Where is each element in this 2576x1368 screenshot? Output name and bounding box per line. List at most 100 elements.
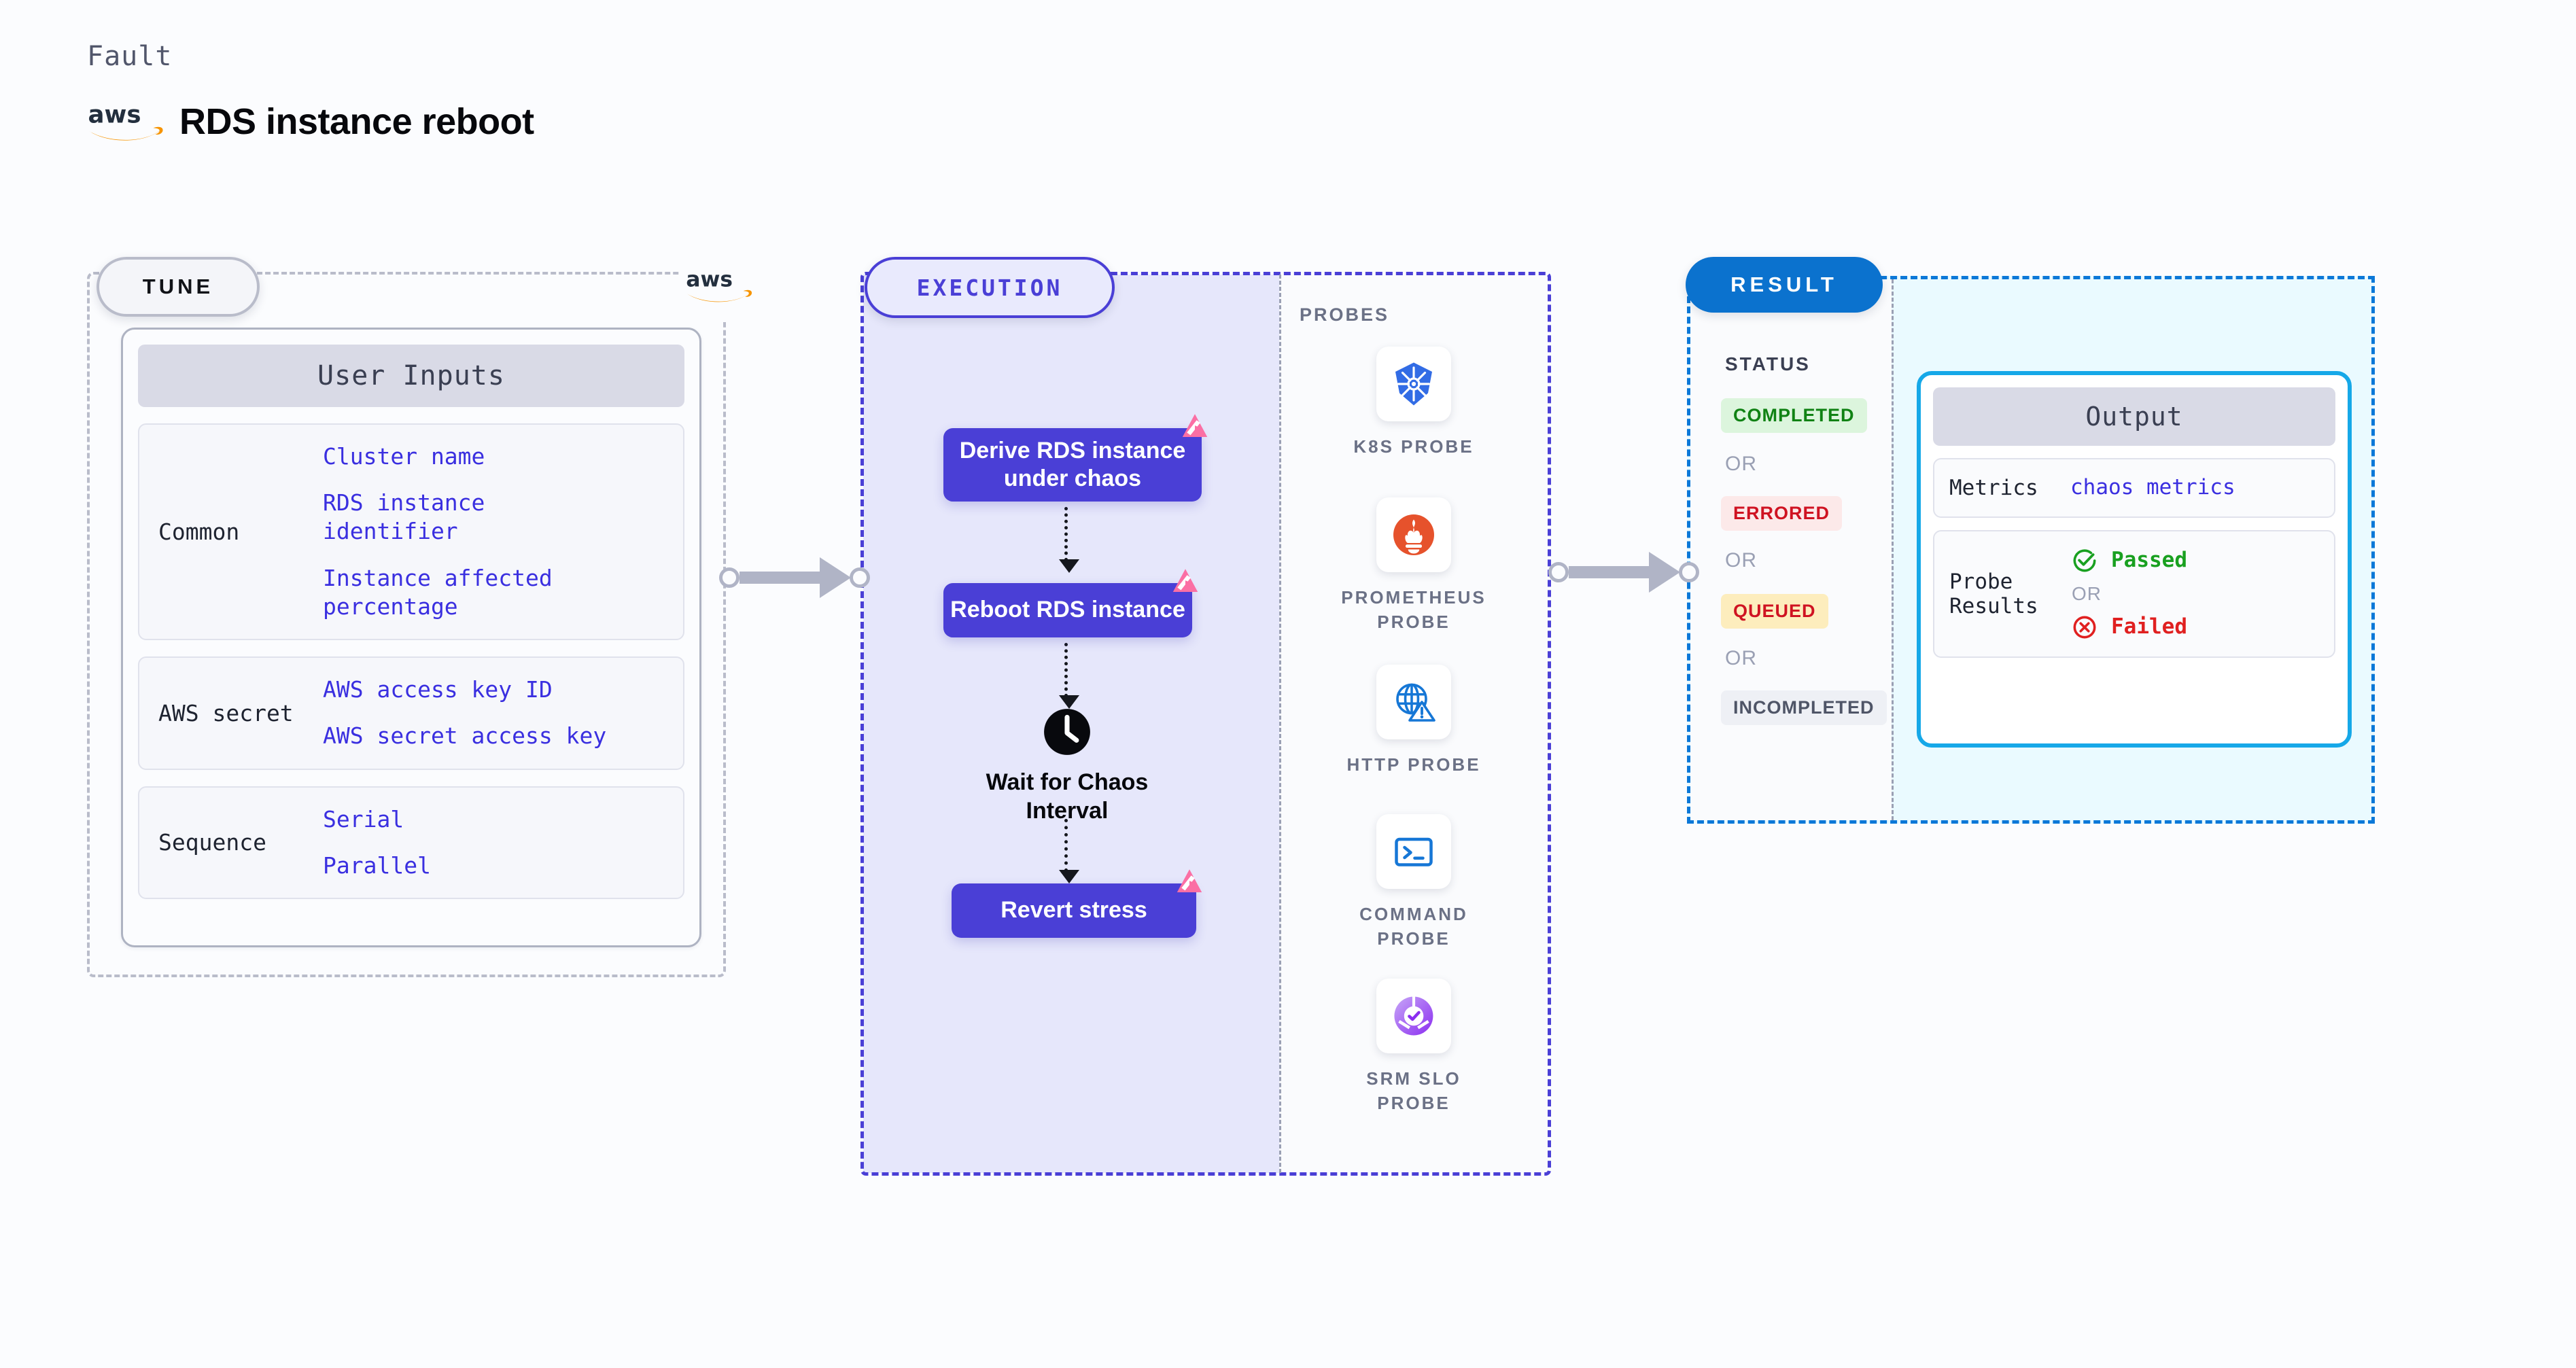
flow-node-label: Revert stress: [1000, 897, 1147, 924]
tune-row-aws-secret: AWS secret AWS access key ID AWS secret …: [138, 656, 684, 770]
probe-tile: [1376, 665, 1451, 739]
aws-logo-icon-tune: aws: [680, 249, 760, 322]
flow-arrow-icon: [1059, 507, 1079, 573]
probe-tile: [1376, 347, 1451, 421]
result-pill[interactable]: RESULT: [1686, 257, 1883, 313]
tune-row-sequence: Sequence Serial Parallel: [138, 786, 684, 900]
terminal-icon: [1395, 837, 1433, 866]
http-globe-warning-icon: [1396, 683, 1435, 722]
check-circle-icon: [2073, 549, 2096, 572]
probe-tile: [1376, 497, 1451, 572]
row-label: Probe Results: [1949, 569, 2038, 618]
value-item[interactable]: RDS instance identifier: [323, 489, 485, 545]
connector-end-dot: [1679, 562, 1699, 582]
output-row-probe-results: Probe Results Passed OR Failed: [1933, 529, 2335, 658]
tune-row-common: Common Cluster name RDS instance identif…: [138, 423, 684, 641]
probe-srm-slo[interactable]: SRM SLO PROBE: [1332, 979, 1495, 1116]
connector-start-dot: [719, 567, 739, 588]
row-label: Metrics: [1949, 475, 2038, 500]
probe-prometheus[interactable]: PROMETHEUS PROBE: [1332, 497, 1495, 635]
probe-label: COMMAND PROBE: [1359, 904, 1468, 949]
title-row: aws RDS instance reboot: [87, 101, 535, 143]
execution-pill[interactable]: EXECUTION: [865, 257, 1115, 318]
connector-bar: [739, 572, 820, 584]
probe-label: K8S PROBE: [1353, 436, 1474, 457]
connector-start-dot: [1548, 562, 1569, 582]
row-values: Serial Parallel: [323, 805, 431, 880]
flow-node-reboot[interactable]: Reboot RDS instance: [943, 569, 1198, 637]
output-row-metrics: Metrics chaos metrics: [1933, 458, 2335, 518]
passed-label: Passed: [2111, 547, 2187, 572]
connector-end-dot: [850, 567, 870, 588]
probe-result-passed: Passed: [2070, 546, 2187, 575]
connector-arrowhead-icon: [820, 557, 851, 598]
connector-tune-to-execution: [719, 557, 870, 598]
prometheus-icon: [1393, 514, 1434, 555]
status-title: STATUS: [1725, 353, 1811, 374]
chaos-badge-icon: [1172, 569, 1198, 592]
aws-logo-icon: aws: [87, 101, 166, 143]
status-badge-completed: COMPLETED: [1721, 398, 1867, 433]
row-label: Sequence: [158, 829, 266, 856]
chaos-badge-icon: [1177, 869, 1202, 892]
status-or-label: OR: [1725, 549, 1757, 572]
probe-tile: [1376, 979, 1451, 1053]
srm-slo-icon: [1394, 996, 1433, 1036]
value-item[interactable]: AWS secret access key: [323, 722, 607, 750]
status-badge-incompleted: INCOMPLETED: [1721, 690, 1887, 725]
flow-node-revert[interactable]: Revert stress: [952, 869, 1202, 938]
tune-region: [87, 272, 726, 977]
probes-divider: [1279, 275, 1281, 1173]
tune-pill[interactable]: TUNE: [97, 257, 260, 317]
row-label: AWS secret: [158, 699, 294, 726]
clock-icon: [1044, 709, 1090, 755]
flow-arrow-icon: [1059, 819, 1079, 883]
probe-label: HTTP PROBE: [1346, 754, 1481, 775]
flow-arrow-icon: [1059, 643, 1079, 709]
value-item[interactable]: AWS access key ID: [323, 676, 553, 703]
row-values: Passed OR Failed: [2070, 546, 2187, 642]
output-title: Output: [1933, 387, 2335, 446]
probe-http[interactable]: HTTP PROBE: [1332, 665, 1495, 777]
probe-k8s[interactable]: K8S PROBE: [1332, 347, 1495, 459]
flow-node-label: Wait for Chaos Interval: [986, 769, 1149, 824]
status-badge-queued: QUEUED: [1721, 594, 1828, 629]
flow-node-label: Derive RDS instance under chaos: [959, 437, 1186, 491]
execution-region: [860, 272, 1551, 1176]
value-item[interactable]: Cluster name: [323, 443, 485, 470]
eyebrow-label: Fault: [87, 41, 173, 72]
row-values: AWS access key ID AWS secret access key: [323, 676, 606, 750]
failed-label: Failed: [2111, 614, 2187, 639]
value-item[interactable]: Serial: [323, 805, 404, 832]
probe-command[interactable]: COMMAND PROBE: [1332, 814, 1495, 951]
probe-result-or-label: OR: [2072, 582, 2102, 604]
connector-bar: [1569, 566, 1649, 578]
row-label: Common: [158, 519, 240, 546]
flow-node-derive[interactable]: Derive RDS instance under chaos: [943, 414, 1208, 502]
chaos-badge-icon: [1182, 414, 1208, 437]
row-values: chaos metrics: [2070, 474, 2235, 502]
output-card: Output Metrics chaos metrics Probe Resul…: [1917, 371, 2352, 748]
flow-node-label: Reboot RDS instance: [950, 597, 1185, 623]
connector-arrowhead-icon: [1649, 552, 1680, 593]
connector-execution-to-result: [1548, 552, 1699, 593]
status-or-label: OR: [1725, 647, 1757, 669]
svg-text:aws: aws: [88, 101, 141, 129]
result-status-column: [1690, 279, 1892, 820]
probe-tile: [1376, 814, 1451, 889]
user-inputs-title: User Inputs: [138, 345, 684, 407]
page-header: Fault aws RDS instance reboot: [87, 41, 534, 143]
user-inputs-card: User Inputs Common Cluster name RDS inst…: [121, 328, 701, 947]
status-or-label: OR: [1725, 453, 1757, 475]
probe-label: PROMETHEUS PROBE: [1341, 587, 1486, 632]
kubernetes-icon: [1395, 362, 1432, 406]
flow-node-wait[interactable]: Wait for Chaos Interval: [972, 707, 1162, 825]
probe-label: SRM SLO PROBE: [1366, 1068, 1461, 1113]
value-item[interactable]: Parallel: [323, 852, 431, 879]
metrics-value[interactable]: chaos metrics: [2070, 475, 2235, 499]
result-divider: [1892, 279, 1894, 820]
page-title: RDS instance reboot: [179, 101, 534, 142]
probes-title: PROBES: [1300, 304, 1390, 325]
x-circle-icon: [2073, 616, 2096, 639]
value-item[interactable]: Instance affected percentage: [323, 564, 553, 620]
